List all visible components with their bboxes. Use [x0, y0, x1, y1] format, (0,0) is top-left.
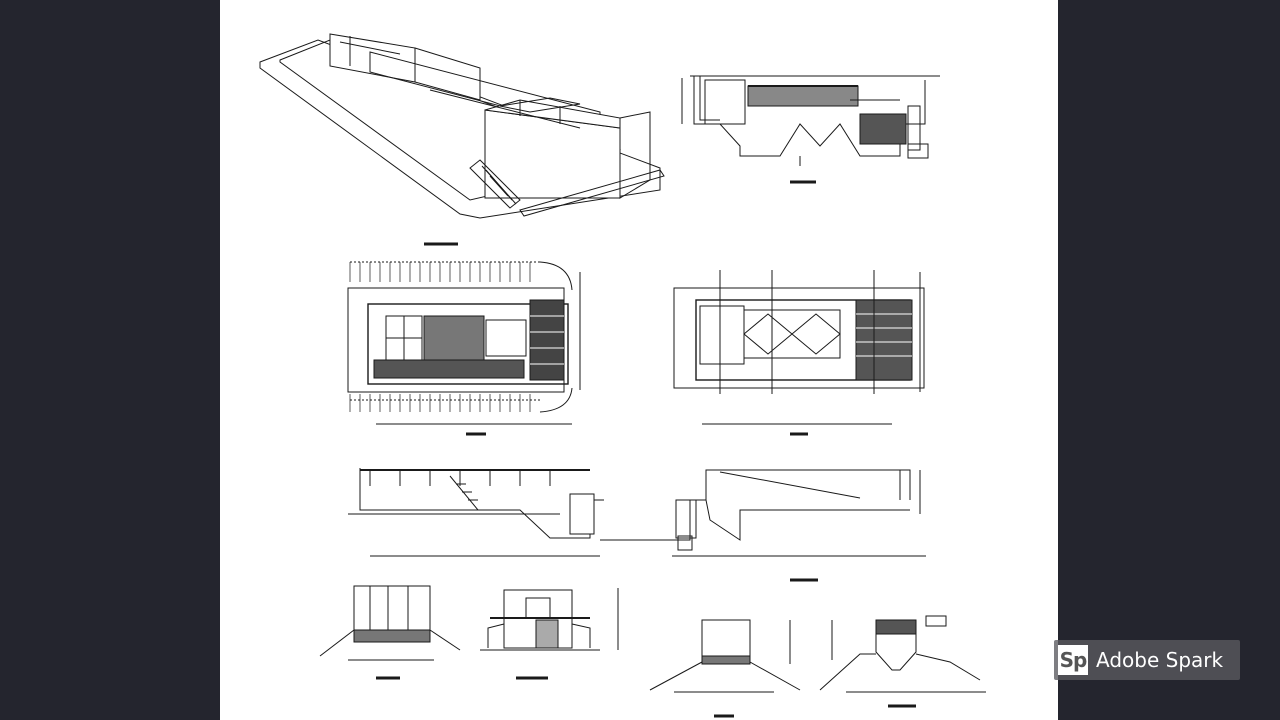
- watermark-brand: Adobe Spark: [1096, 648, 1224, 672]
- plan-right: [673, 270, 925, 425]
- plan-left-hatch: [349, 262, 531, 412]
- section-small-3: [649, 619, 801, 693]
- section-small-4: [819, 615, 986, 693]
- adobe-spark-watermark: Sp Adobe Spark: [1054, 640, 1240, 680]
- right-letterbox: [1058, 0, 1280, 720]
- section-small-1: [319, 585, 461, 661]
- long-section-right: [672, 469, 926, 557]
- spark-logo-icon: Sp: [1058, 645, 1088, 675]
- section-top: [681, 75, 940, 166]
- cad-drawing: [259, 33, 986, 718]
- plan-left: [347, 261, 581, 425]
- left-letterbox: [0, 0, 220, 720]
- isometric-view: [259, 33, 665, 219]
- section-small-2: [480, 588, 619, 651]
- long-section-left: [348, 468, 680, 557]
- drawing-sheet: [220, 0, 1058, 720]
